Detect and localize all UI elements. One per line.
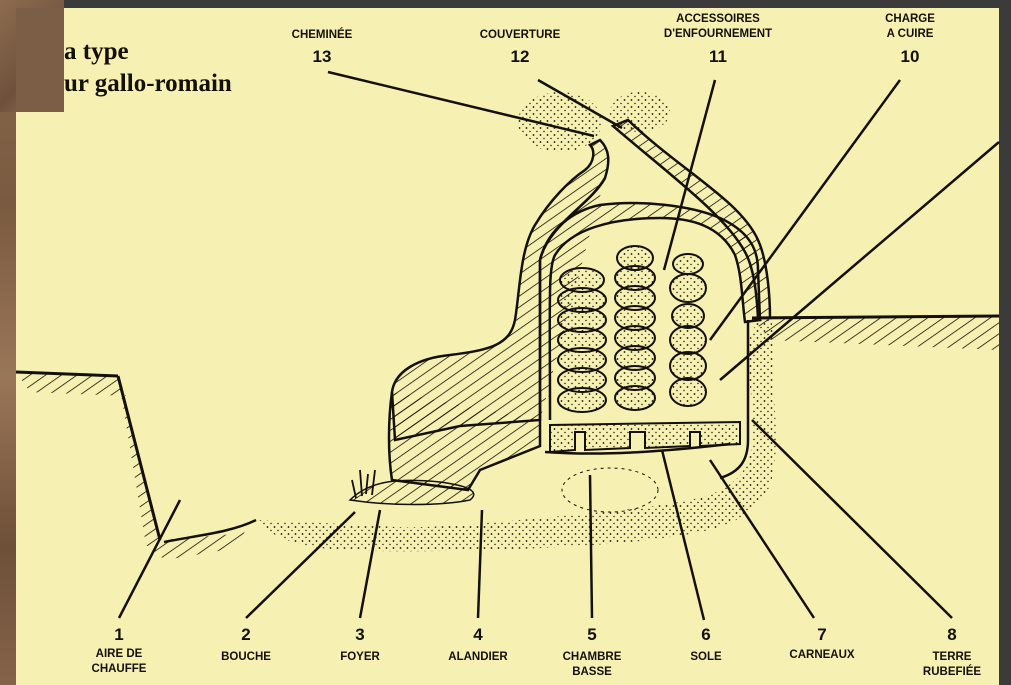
pottery-stack-middle [615, 246, 655, 410]
label-8-text: TERRE [933, 651, 972, 663]
label-7-text: CARNEAUX [789, 649, 855, 661]
label-4-text: ALANDIER [448, 651, 508, 663]
label-13-number: 13 [313, 47, 332, 66]
pottery-stack-right [670, 254, 706, 406]
sole-and-flues [545, 422, 740, 454]
label-12-text: COUVERTURE [480, 29, 561, 41]
label-10-text-2: A CUIRE [887, 28, 934, 40]
label-11-text-2: D'ENFOURNEMENT [664, 28, 772, 40]
label-11-text: ACCESSOIRES [676, 13, 760, 25]
label-10-text: CHARGE [885, 13, 935, 25]
label-7-number: 7 [817, 625, 826, 644]
label-5-text-2: BASSE [572, 666, 612, 678]
label-13-text: CHEMINÉE [292, 28, 353, 41]
label-1-text-2: CHAUFFE [92, 663, 147, 675]
label-8-number: 8 [947, 625, 956, 644]
label-3-text: FOYER [340, 651, 380, 663]
label-11-number: 11 [709, 47, 727, 66]
label-4-number: 4 [473, 625, 483, 644]
label-10-number: 10 [901, 47, 920, 66]
label-1-number: 1 [114, 625, 123, 644]
label-3-number: 3 [355, 625, 364, 644]
label-2-number: 2 [241, 625, 250, 644]
label-5-text: CHAMBRE [563, 651, 622, 663]
label-6-number: 6 [701, 625, 710, 644]
label-2-text: BOUCHE [221, 651, 271, 663]
label-5-number: 5 [587, 625, 596, 644]
label-6-text: SOLE [690, 651, 722, 663]
label-8-text-2: RUBEFIÉE [923, 665, 981, 678]
label-1-text: AIRE DE [96, 648, 143, 660]
label-12-number: 12 [511, 47, 530, 66]
